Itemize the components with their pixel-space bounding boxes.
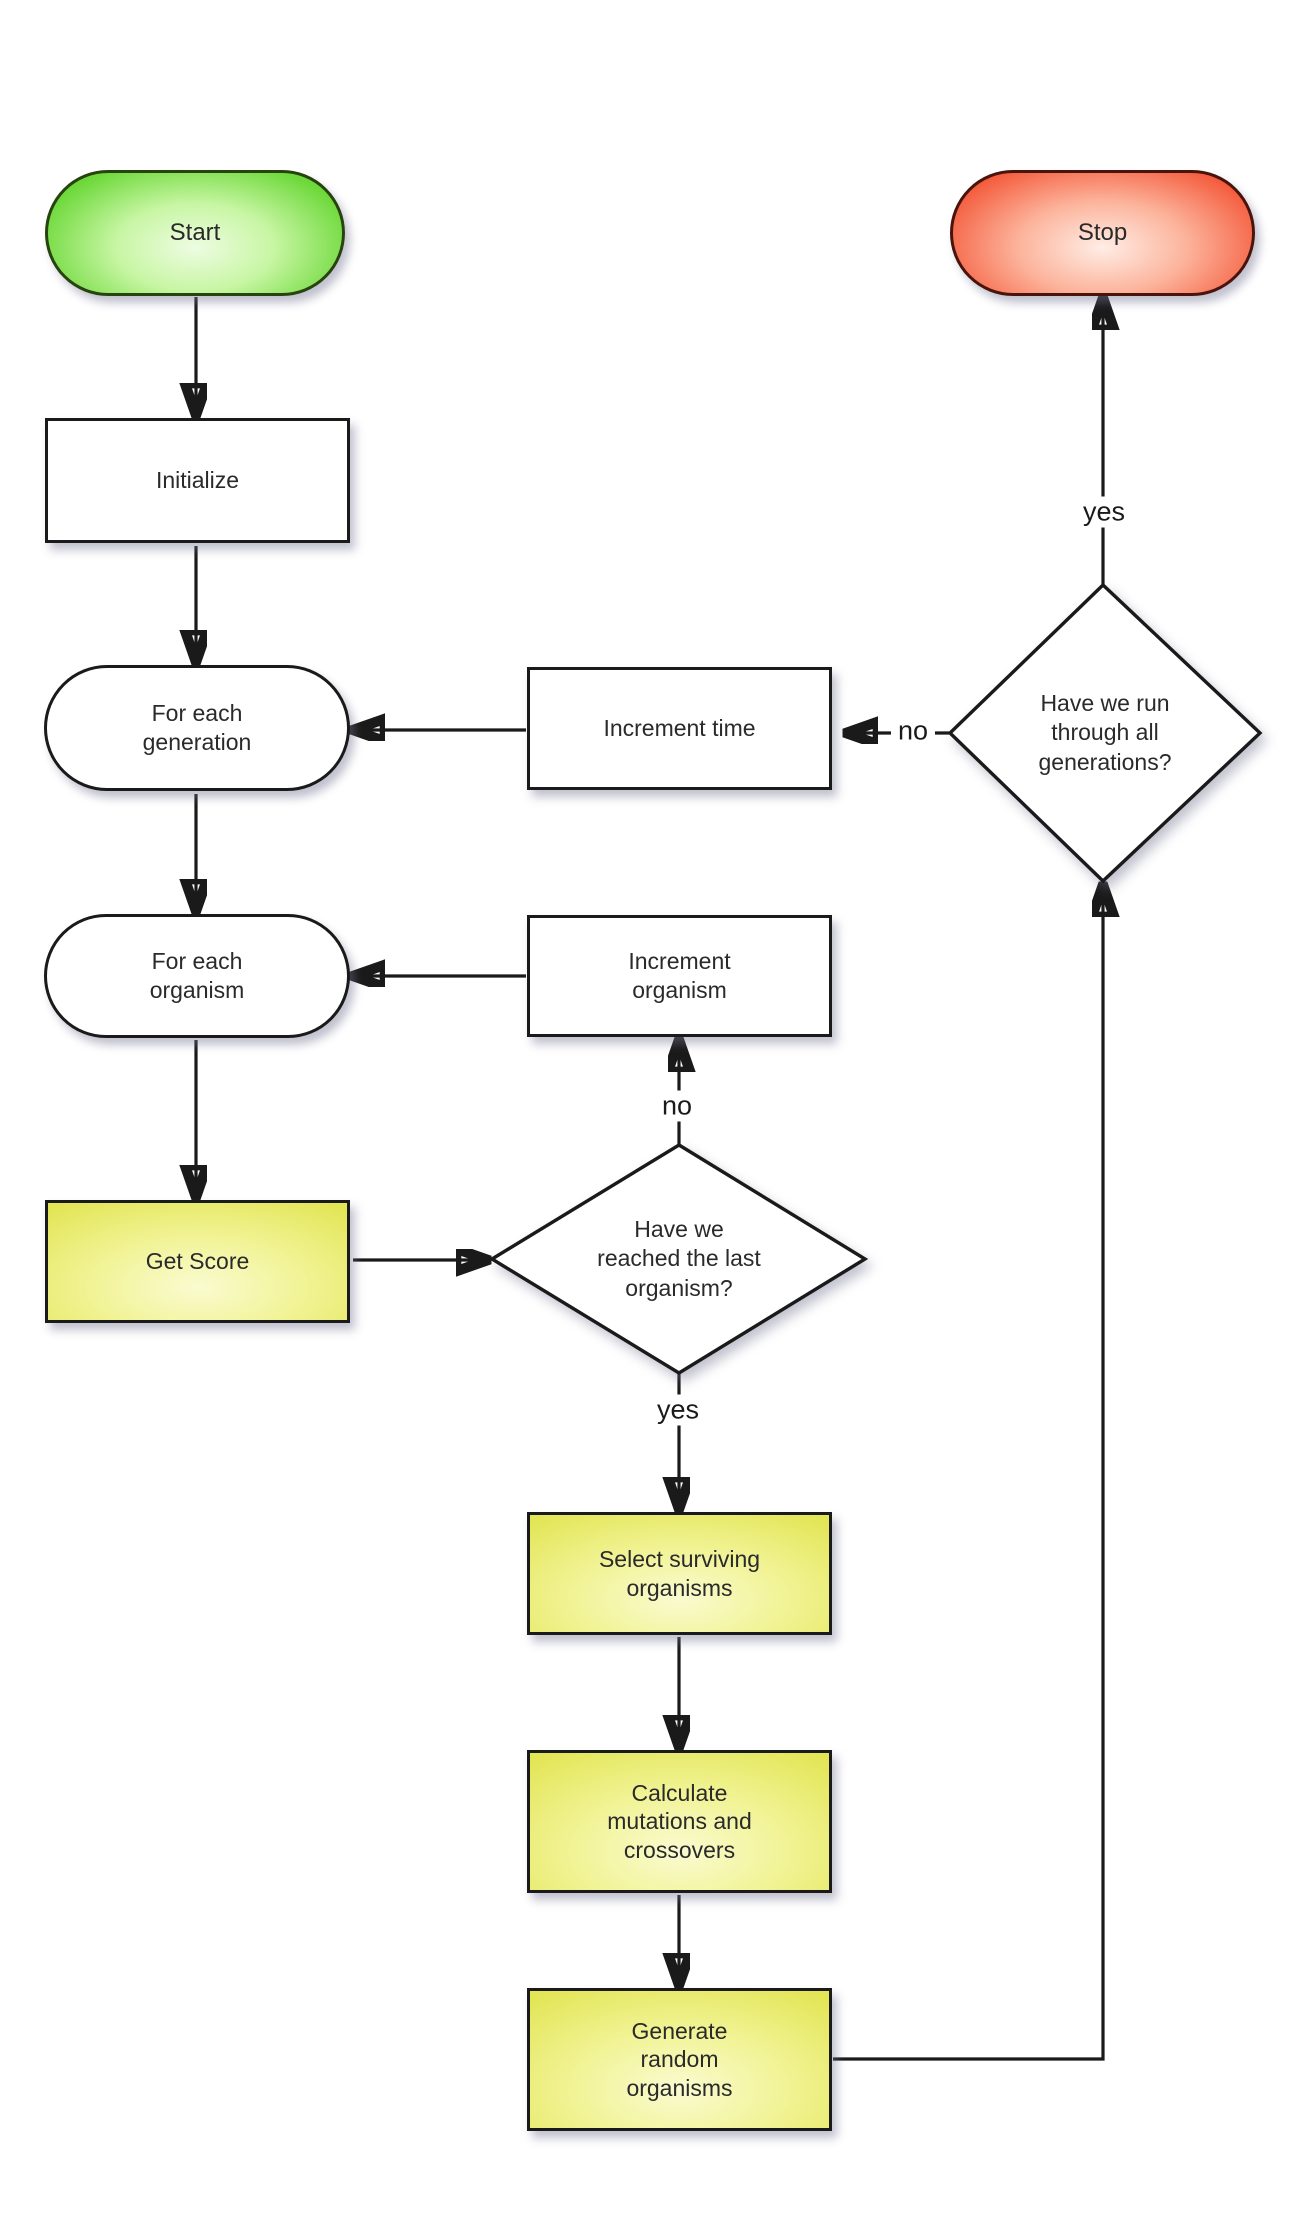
edge-label-organism-no: no bbox=[654, 1090, 700, 1122]
generate-random-organisms-node: Generate random organisms bbox=[527, 1988, 832, 2131]
select-surviving-organisms-node: Select surviving organisms bbox=[527, 1512, 832, 1635]
initialize-label: Initialize bbox=[155, 467, 240, 494]
edge-label-generations-no: no bbox=[890, 715, 936, 747]
for-each-organism-label: For each organism bbox=[149, 948, 245, 1003]
edge-label-organism-yes: yes bbox=[649, 1394, 707, 1426]
start-label: Start bbox=[169, 219, 221, 247]
initialize-node: Initialize bbox=[45, 418, 350, 543]
increment-time-label: Increment time bbox=[603, 715, 756, 742]
get-score-node: Get Score bbox=[45, 1200, 350, 1323]
select-surviving-organisms-label: Select surviving organisms bbox=[598, 1545, 761, 1601]
organism-decision-text: Have we reached the last organism? bbox=[529, 1179, 829, 1339]
increment-time-node: Increment time bbox=[527, 667, 832, 790]
generations-decision-diamond bbox=[947, 582, 1263, 884]
for-each-generation-label: For each generation bbox=[142, 700, 252, 755]
get-score-label: Get Score bbox=[145, 1248, 250, 1275]
edge-label-generations-yes: yes bbox=[1075, 496, 1133, 528]
generations-decision-text: Have we run through all generations? bbox=[975, 645, 1235, 821]
organism-decision-label: Have we reached the last organism? bbox=[597, 1215, 761, 1301]
generate-random-organisms-label: Generate random organisms bbox=[626, 2017, 733, 2101]
connector-generate-to-generations-decision bbox=[833, 888, 1103, 2061]
increment-organism-label: Increment organism bbox=[628, 948, 731, 1003]
calculate-mutations-label: Calculate mutations and crossovers bbox=[607, 1779, 752, 1863]
stop-label: Stop bbox=[1077, 219, 1128, 247]
stop-node: Stop bbox=[950, 170, 1255, 296]
generations-decision-label: Have we run through all generations? bbox=[1038, 689, 1172, 775]
for-each-organism-node: For each organism bbox=[44, 914, 350, 1038]
organism-decision-diamond bbox=[488, 1143, 869, 1375]
for-each-generation-node: For each generation bbox=[44, 665, 350, 791]
increment-organism-node: Increment organism bbox=[527, 915, 832, 1037]
start-node: Start bbox=[45, 170, 345, 296]
calculate-mutations-node: Calculate mutations and crossovers bbox=[527, 1750, 832, 1893]
